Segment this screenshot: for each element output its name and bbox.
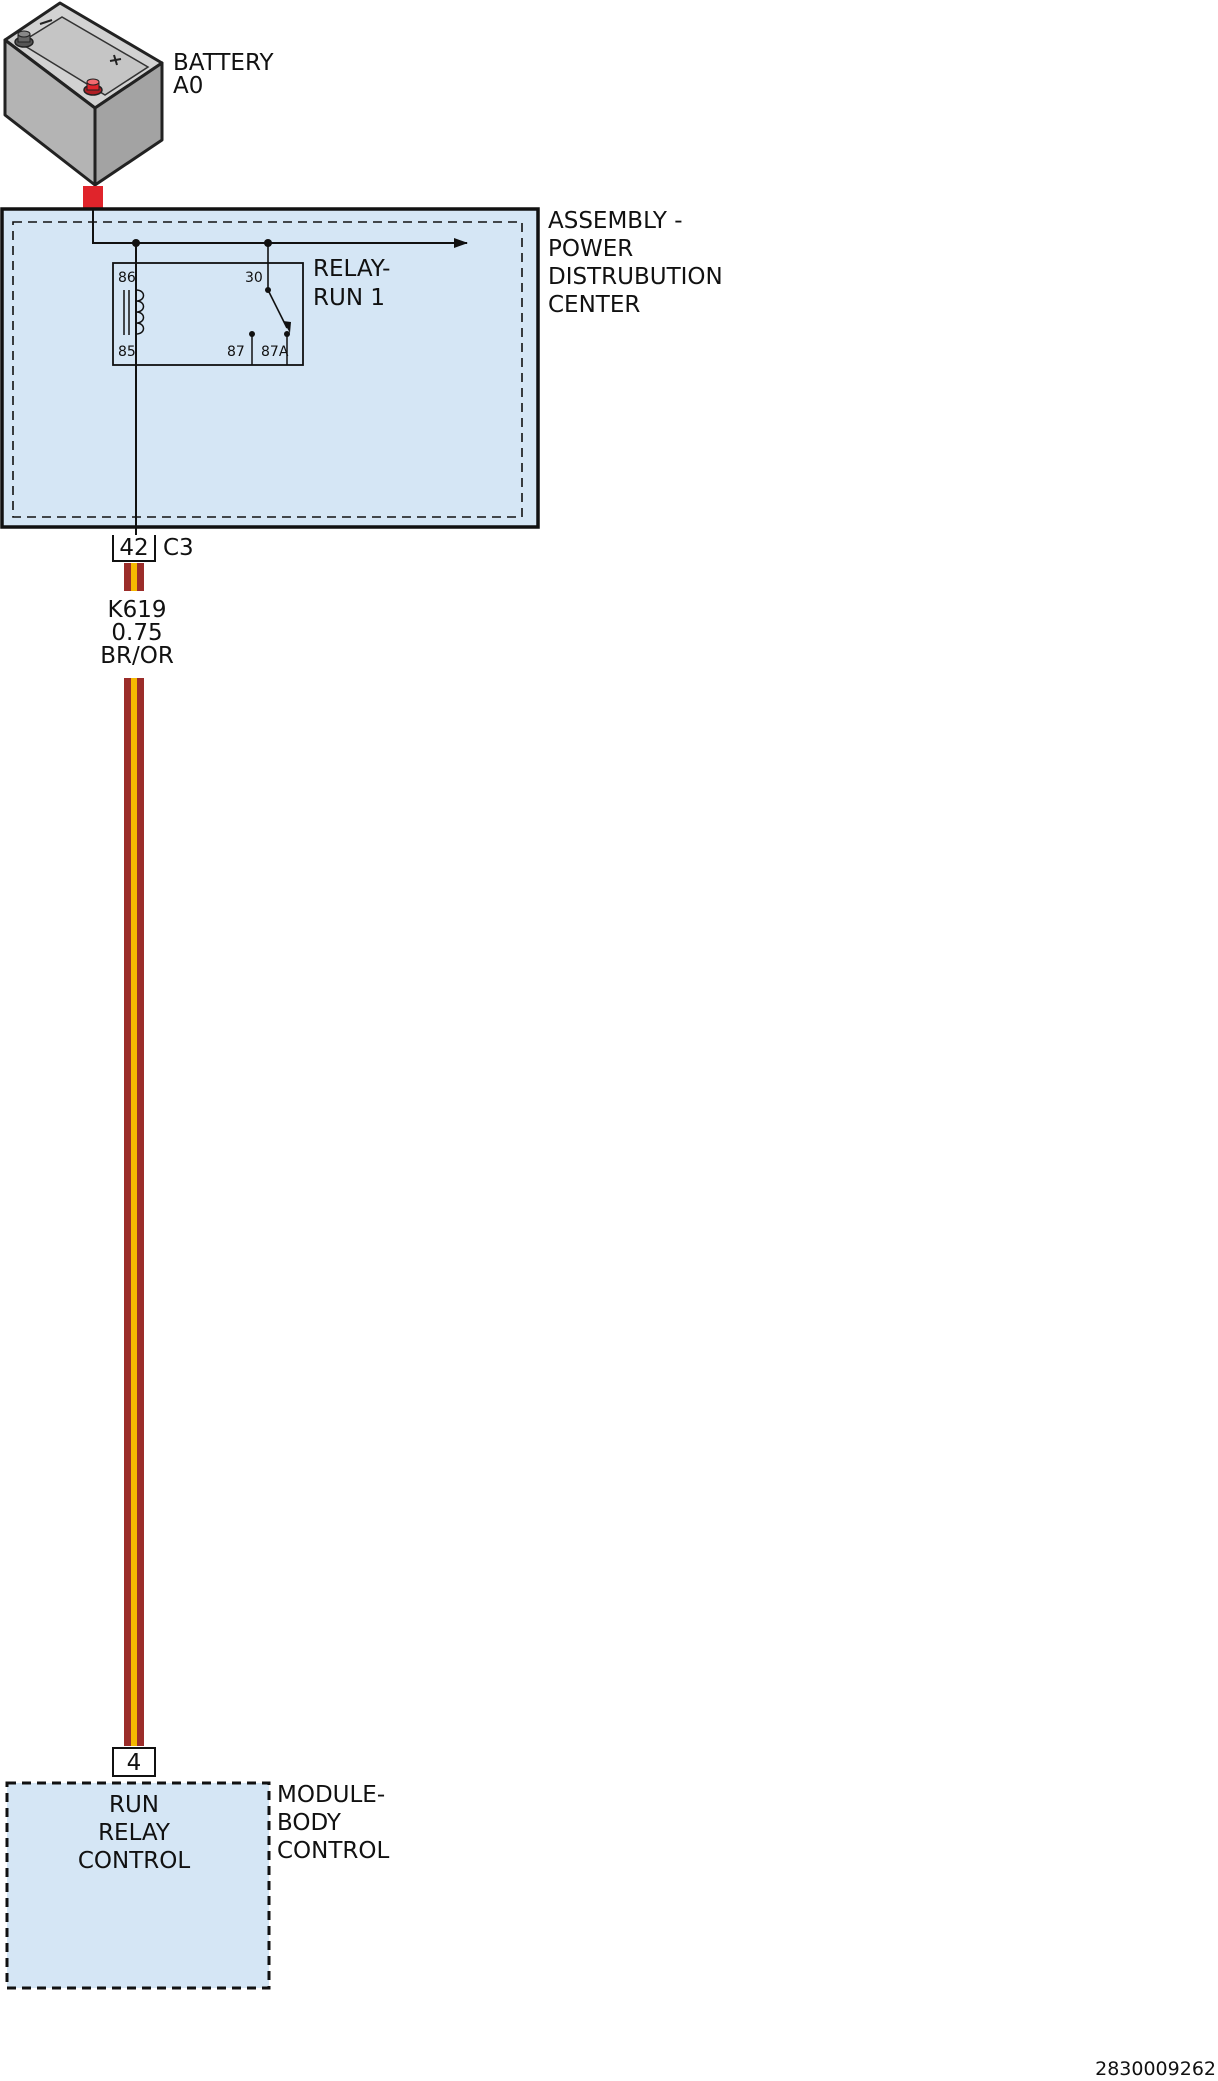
relay-pin-30: 30 [245,270,263,286]
relay-run-1: 86 85 30 87 87A [112,243,304,540]
battery-ref: A0 [173,73,203,99]
wire-gauge: 0.75 [111,620,162,646]
relay-label-line-1: RELAY- [313,256,390,282]
bcm-label-line-2: BODY [277,1810,342,1836]
body-control-module-box [5,1781,271,1990]
power-distribution-center-box [0,207,540,529]
relay-label-line-2: RUN 1 [313,285,385,311]
relay-pin-86: 86 [118,270,136,286]
pdc-label-line-2: POWER [548,236,633,262]
bcm-function-line-1: RUN [109,1792,159,1818]
wire-k619 [124,563,144,1746]
power-distribution-inner-boundary [12,221,523,518]
connector-c3: 42 C3 [112,535,194,562]
relay-pin-85: 85 [118,344,136,360]
bcm-label-line-1: MODULE- [277,1782,385,1808]
bcm-connector-pin: 4 [127,1750,142,1776]
relay-pin-87a: 87A [261,344,289,360]
bcm-function-line-2: RELAY [98,1820,171,1846]
connector-c3-name: C3 [163,535,194,561]
pdc-label-line-1: ASSEMBLY - [548,208,683,234]
battery-feed-bus [92,208,468,248]
relay-coil-icon [123,289,145,335]
connector-c3-pin: 42 [119,535,148,561]
battery-icon [3,1,164,187]
bcm-connector: 4 [112,1747,156,1777]
relay-pin-87: 87 [227,344,245,360]
pdc-label-line-3: DISTRUBUTION [548,264,723,290]
wire-color-code: BR/OR [100,643,174,669]
bcm-function-line-3: CONTROL [78,1848,191,1874]
battery-output-terminal [83,186,103,208]
pdc-label-line-4: CENTER [548,292,640,318]
bcm-label-line-3: CONTROL [277,1838,390,1864]
battery-name: BATTERY [173,50,274,76]
figure-number: 2830009262 [1095,2058,1216,2080]
wire-circuit-number: K619 [108,597,167,623]
relay-outline [112,262,304,366]
